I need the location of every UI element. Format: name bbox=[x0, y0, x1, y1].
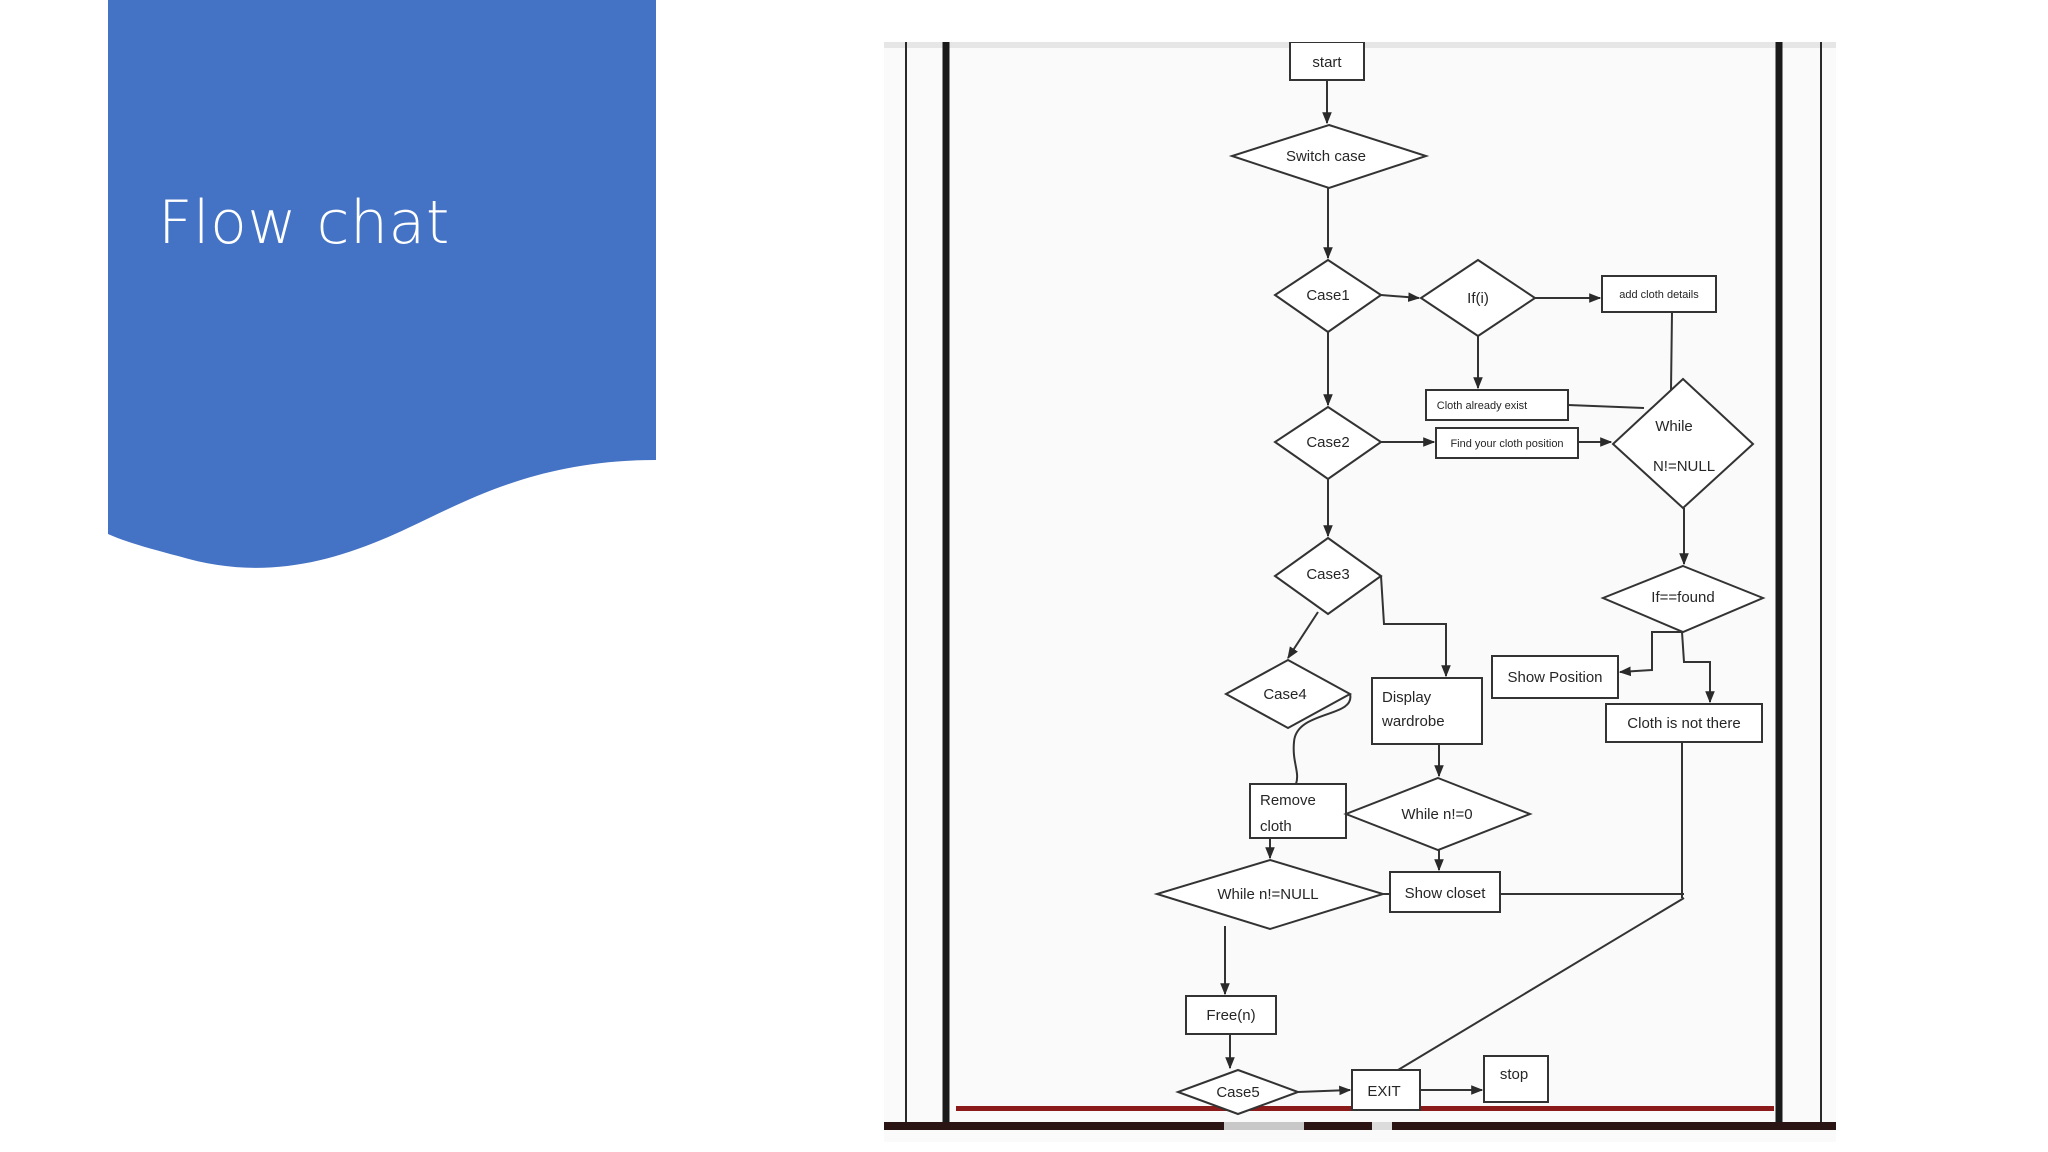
title-panel bbox=[108, 0, 656, 568]
case1-label: Case1 bbox=[1306, 287, 1349, 304]
show-closet-node bbox=[1389, 871, 1501, 913]
stop-node bbox=[1483, 1055, 1549, 1103]
exit-label: EXIT bbox=[1367, 1083, 1400, 1100]
show-position-label: Show Position bbox=[1507, 669, 1602, 686]
edge-iffound-notthere bbox=[1681, 631, 1715, 704]
edge-exist-while bbox=[1567, 404, 1645, 409]
show-closet-label: Show closet bbox=[1405, 885, 1487, 902]
while-n0-label: While n!=0 bbox=[1401, 806, 1472, 823]
edge-iffound-showposition bbox=[1618, 631, 1682, 677]
start-label: start bbox=[1312, 54, 1342, 71]
case4-label: Case4 bbox=[1263, 686, 1306, 703]
slide-title: Flow chat bbox=[158, 188, 450, 258]
edge-case3-display bbox=[1380, 575, 1451, 678]
edge-case3-case4 bbox=[1287, 611, 1319, 660]
while-n-null-label-1: While bbox=[1655, 418, 1693, 435]
stop-label: stop bbox=[1500, 1066, 1528, 1083]
edge-add-while bbox=[1670, 311, 1673, 391]
flowchart-image: start Switch case Case1 If(i) add cloth … bbox=[884, 42, 1836, 1142]
case5-label: Case5 bbox=[1216, 1084, 1259, 1101]
if-i-label: If(i) bbox=[1467, 290, 1489, 307]
display-wardrobe-node bbox=[1371, 677, 1483, 745]
while-n-null-label-2: N!=NULL bbox=[1653, 458, 1715, 475]
remove-cloth-label-2: cloth bbox=[1260, 818, 1292, 835]
case3-node bbox=[1273, 536, 1383, 616]
case4-node bbox=[1223, 658, 1353, 730]
while-n-null-lower-node bbox=[1153, 858, 1387, 931]
remove-cloth-node bbox=[1249, 783, 1347, 839]
cloth-not-there-label: Cloth is not there bbox=[1627, 715, 1740, 732]
free-n-label: Free(n) bbox=[1206, 1007, 1255, 1024]
start-node bbox=[1289, 42, 1365, 81]
case5-node bbox=[1175, 1068, 1301, 1116]
free-n-node bbox=[1185, 995, 1277, 1035]
edge-case4-remove bbox=[1292, 693, 1352, 785]
find-cloth-position-label: Find your cloth position bbox=[1450, 438, 1563, 450]
add-cloth-details-node bbox=[1601, 275, 1717, 313]
remove-cloth-label-1: Remove bbox=[1260, 792, 1316, 809]
case3-label: Case3 bbox=[1306, 566, 1349, 583]
cloth-not-there-node bbox=[1605, 703, 1763, 743]
edge-case5-exit bbox=[1297, 1085, 1352, 1096]
cloth-already-exist-label: Cloth already exist bbox=[1437, 400, 1528, 412]
edge-merge-exit bbox=[1397, 897, 1685, 1071]
add-cloth-details-label: add cloth details bbox=[1619, 289, 1699, 301]
display-wardrobe-label-2: wardrobe bbox=[1381, 713, 1445, 730]
while-n-null-lower-label: While n!=NULL bbox=[1217, 886, 1318, 903]
display-wardrobe-label-1: Display bbox=[1382, 689, 1432, 706]
case2-label: Case2 bbox=[1306, 434, 1349, 451]
exit-node bbox=[1351, 1069, 1421, 1111]
if-found-label: If==found bbox=[1651, 589, 1714, 606]
show-position-node bbox=[1491, 655, 1619, 699]
switch-case-label: Switch case bbox=[1286, 148, 1366, 165]
edge-case1-if bbox=[1380, 292, 1421, 302]
